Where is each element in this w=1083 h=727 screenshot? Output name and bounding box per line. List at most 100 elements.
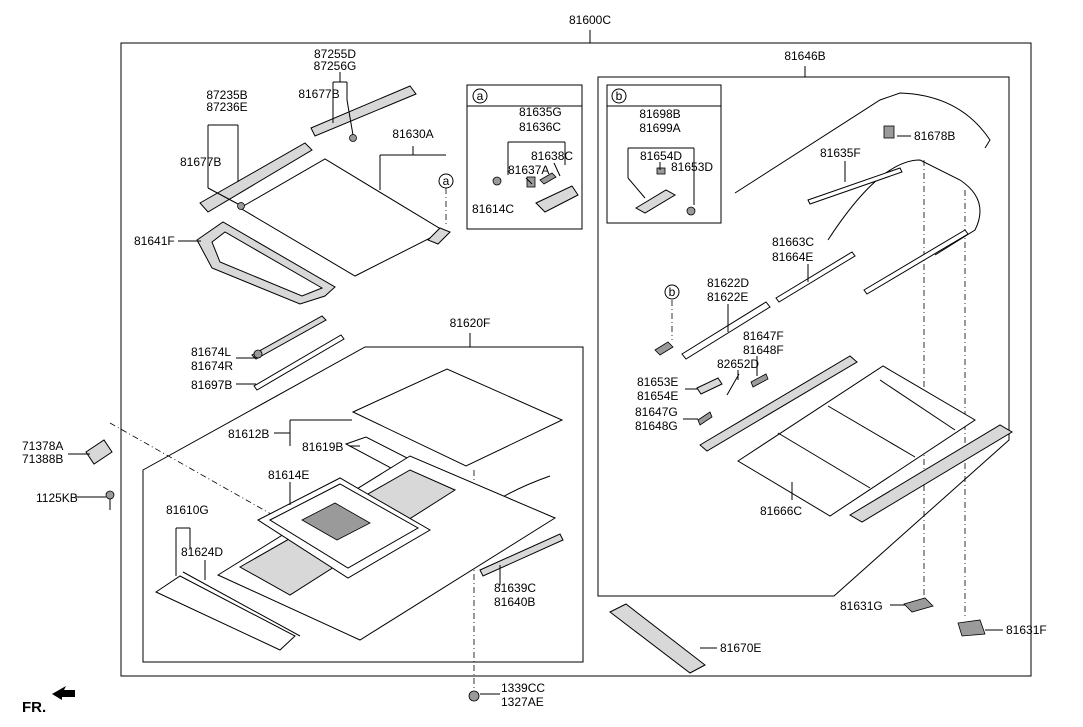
label-81653e: 81653E [637,375,678,389]
rear-molding-87255d [310,85,417,137]
frame-81646b [597,76,1010,597]
guide-rail-81663c [775,251,856,303]
label-81635f: 81635F [820,146,861,160]
screw-81653d [686,206,696,216]
callout-a-header: a [477,89,484,103]
label-81653d: 81653D [671,160,713,174]
label-81631g: 81631G [840,599,883,613]
label-81670e: 81670E [720,641,761,655]
label-81677b: 81677B [180,155,221,169]
side-rail [849,424,1013,523]
arm-81638c [535,185,579,213]
label-81624d: 81624D [181,545,223,559]
motor-81631f [957,619,986,637]
motor-81631g [903,597,934,613]
deflector-rail [699,355,858,452]
detail-a-box [466,84,583,230]
label-81698b: 81698B [639,107,680,121]
label-1339cc: 1339CC [501,681,545,695]
pad-81647f [750,373,769,388]
label-1125kb: 1125KB [36,491,78,505]
label-81620f: 81620F [450,316,491,330]
slider-81653e [696,377,723,395]
label-81699a: 81699A [639,121,680,135]
label-87236e: 87236E [206,100,247,114]
label-81630a: 81630A [392,127,433,141]
label-81678b: 81678B [914,129,955,143]
label-87235b: 87235B [206,88,247,102]
cable-81635f [807,167,903,205]
label-81639c: 81639C [494,581,536,595]
bracket-81698b [635,189,676,214]
label-81648g: 81648G [635,419,678,433]
sunroof-frame-81646b [734,92,991,194]
label-81647g: 81647G [635,405,678,419]
callout-b-header: b [616,89,623,103]
bracket-detail-a-part [427,227,451,245]
bracket-81637a [539,172,557,185]
label-81636c: 81636C [519,120,561,134]
pad-81647g [697,411,713,426]
callout-a-circle [438,173,454,189]
label-81641f: 81641F [134,234,175,248]
label-81663c: 81663C [772,235,814,249]
label-81638c: 81638C [531,149,573,163]
label-81654e: 81654E [637,389,678,403]
callout-a-header-circle [472,88,488,104]
label-81677b-top: 81677B [298,87,339,101]
front-molding-87235b [199,142,313,213]
label-81646b: 81646B [784,49,825,63]
label-71388b: 71388B [22,452,63,466]
main-assembly-frame [120,42,1032,677]
label-81614c: 81614C [472,202,514,216]
label-81674r: 81674R [191,359,233,373]
bracket-71378a [85,439,113,465]
callout-b: b [669,285,676,299]
spring-82652d [726,373,740,396]
label-87255d: 87255D [314,47,356,61]
sensor-81678b [883,125,895,139]
label-81648f: 81648F [743,343,784,357]
bolt-1125kb [105,490,115,500]
label-81622d: 81622D [707,276,749,290]
label-81610g: 81610G [166,503,209,517]
label-81647f: 81647F [743,329,784,343]
label-81666c: 81666C [760,504,802,518]
label-81640b: 81640B [494,595,535,609]
nut-81614c [492,176,502,186]
fastener-1339cc [468,690,480,702]
label-81697b: 81697B [191,378,232,392]
label-87256g: 87256G [314,59,357,73]
callout-b-header-circle [611,88,627,104]
label-81637a: 81637A [508,163,549,177]
label-81664e: 81664E [772,250,813,264]
clip-81677b-b [237,202,245,210]
label-81622e: 81622E [707,290,748,304]
trim-81624d [154,575,296,651]
label-81614e: 81614E [268,468,309,482]
label-81674l: 81674L [191,345,231,359]
frame-81620f [142,346,584,663]
label-81600c: 81600C [569,13,611,27]
glass-81612b [351,368,564,467]
cross-member-81670e [609,603,706,674]
label-81612b: 81612B [228,427,269,441]
guide-rail-81664e [863,229,969,295]
label-1327ae: 1327AE [501,695,544,709]
sunshade-81666c [737,365,976,517]
bracket-b-81653d [654,341,674,356]
callout-a: a [443,174,450,188]
label-81635g: 81635G [519,105,562,119]
label-81619b: 81619B [302,440,343,454]
label-front: FR. [22,699,46,716]
label-81654d: 81654D [640,149,682,163]
label-81631f: 81631F [1006,623,1047,637]
clip-81677b-a [349,134,357,142]
link-81622d [681,301,771,360]
callout-b-circle [664,284,680,300]
front-arrow-icon [52,686,75,700]
label-71378a: 71378A [22,439,63,453]
detail-b-box [606,84,722,224]
